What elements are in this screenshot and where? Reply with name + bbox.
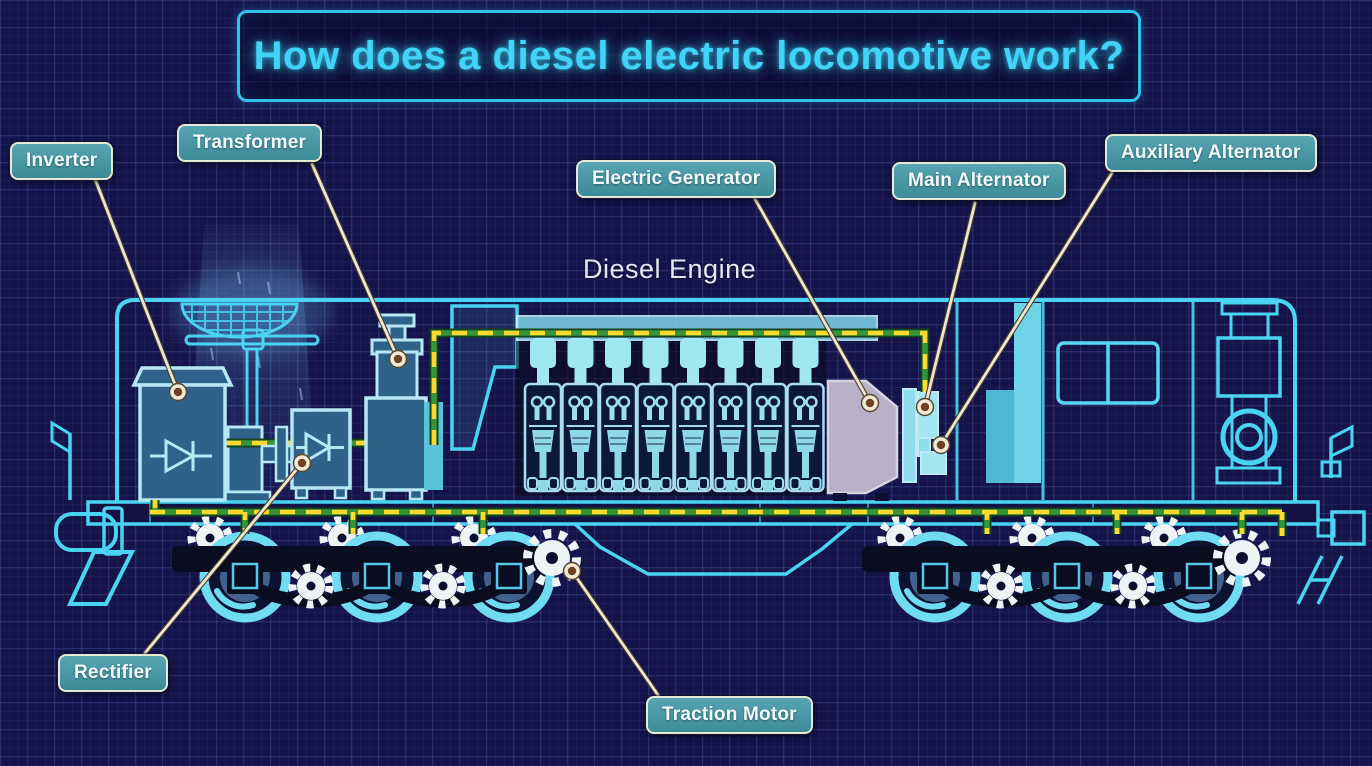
inverter-component: [131, 366, 234, 502]
intake-duct: [450, 304, 519, 451]
callout-transformer: Transformer: [177, 124, 323, 162]
callout-electric-generator: Electric Generator: [576, 160, 777, 198]
compartment-dividers: [955, 302, 1195, 500]
callout-dots: [168, 349, 951, 581]
transformer-component: [364, 313, 428, 501]
auxiliary-alternator-component: [917, 437, 947, 475]
callout-traction-motor: Traction Motor: [646, 696, 813, 734]
callout-inverter: Inverter: [10, 142, 114, 180]
rear-bogie: [862, 520, 1267, 619]
electric-generator-component: [826, 379, 899, 501]
diode-symbol: [296, 431, 344, 464]
power-cable: [150, 328, 1287, 536]
callout-main-alternator: Main Alternator: [892, 162, 1066, 200]
diode-symbol: [150, 438, 212, 474]
front-bogie: [172, 520, 577, 619]
front-end-details: [1296, 424, 1366, 605]
rectifier-component: [290, 408, 352, 500]
callout-auxiliary-alternator: Auxiliary Alternator: [1105, 134, 1317, 172]
page-title: How does a diesel electric locomotive wo…: [237, 10, 1141, 102]
cab: [986, 303, 1160, 483]
air-compressor: [1215, 301, 1282, 485]
callout-rectifier: Rectifier: [58, 654, 168, 692]
diesel-engine-block: [424, 304, 878, 496]
rear-end-details: [50, 420, 136, 606]
locomotive-body: [115, 298, 1297, 502]
fuel-tank-skirt: [573, 522, 854, 576]
diesel-engine-label: Diesel Engine: [583, 254, 757, 284]
callout-leader-lines: [92, 161, 1115, 698]
